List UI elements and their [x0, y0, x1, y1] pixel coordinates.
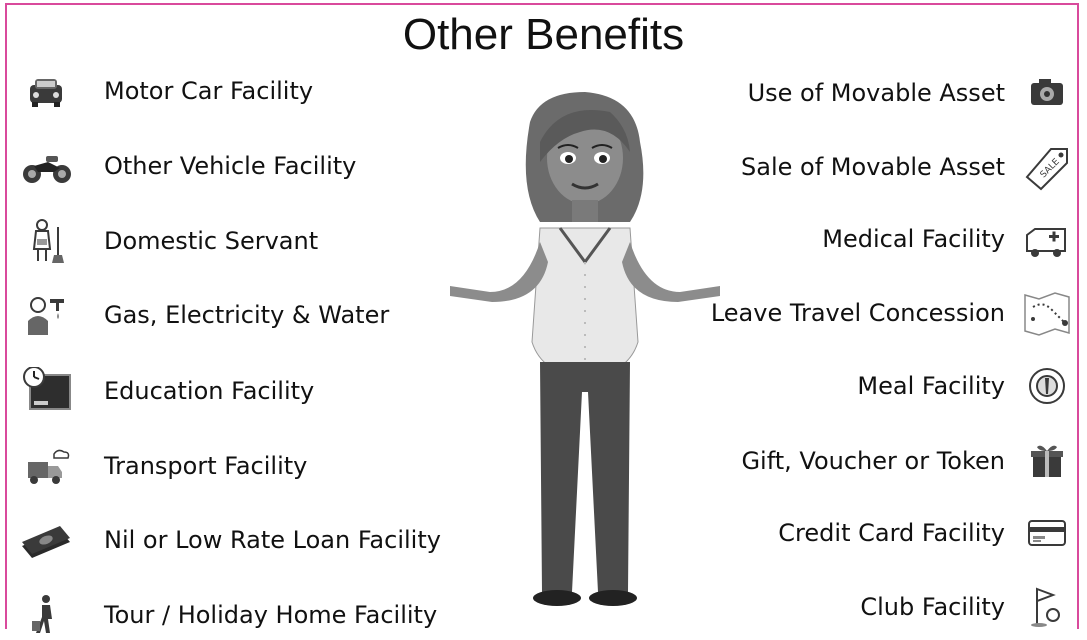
benefit-motor-car: Motor Car Facility	[18, 66, 313, 116]
benefit-leave-travel: Leave Travel Concession	[711, 288, 1075, 338]
benefit-label: Gas, Electricity & Water	[104, 301, 390, 329]
benefit-other-vehicle: Other Vehicle Facility	[18, 141, 356, 191]
benefit-label: Motor Car Facility	[104, 77, 314, 105]
page-title: Other Benefits	[402, 10, 685, 59]
benefit-transport: Transport Facility	[18, 441, 307, 491]
benefit-label: Use of Movable Asset	[747, 79, 1005, 107]
motorcycle-icon	[18, 141, 74, 191]
benefit-label: Club Facility	[860, 593, 1005, 621]
plate-icon	[1019, 361, 1075, 411]
benefit-label: Leave Travel Concession	[710, 299, 1005, 327]
benefit-label: Credit Card Facility	[778, 519, 1005, 547]
benefit-label: Medical Facility	[822, 225, 1005, 253]
benefit-label: Sale of Movable Asset	[741, 153, 1005, 181]
ambulance-icon	[1019, 214, 1075, 264]
benefit-sale-movable-asset: Sale of Movable Asset SALE	[741, 142, 1075, 192]
benefit-domestic-servant: Domestic Servant	[18, 216, 318, 266]
car-icon	[18, 66, 74, 116]
credit-card-icon	[1019, 508, 1075, 558]
benefit-use-movable-asset: Use of Movable Asset	[748, 68, 1075, 118]
benefit-label: Other Vehicle Facility	[104, 152, 357, 180]
benefit-medical: Medical Facility	[822, 214, 1075, 264]
benefit-label: Nil or Low Rate Loan Facility	[104, 526, 441, 554]
benefit-label: Meal Facility	[857, 372, 1005, 400]
utilities-icon	[18, 290, 74, 340]
clock-blackboard-icon	[18, 366, 74, 416]
benefit-credit-card: Credit Card Facility	[778, 508, 1075, 558]
money-stack-icon	[18, 515, 74, 565]
benefit-education: Education Facility	[18, 366, 314, 416]
traveler-icon	[18, 590, 74, 640]
sale-tag-icon: SALE	[1019, 142, 1075, 192]
benefit-utilities: Gas, Electricity & Water	[18, 290, 389, 340]
benefit-label: Tour / Holiday Home Facility	[104, 601, 438, 629]
benefit-label: Education Facility	[104, 377, 315, 405]
travel-map-icon	[1019, 288, 1075, 338]
golf-flag-icon	[1019, 582, 1075, 632]
benefit-gift: Gift, Voucher or Token	[741, 436, 1075, 486]
benefit-tour-holiday: Tour / Holiday Home Facility	[18, 590, 437, 640]
camera-icon	[1019, 68, 1075, 118]
benefit-meal: Meal Facility	[857, 361, 1075, 411]
gift-icon	[1019, 436, 1075, 486]
benefit-label: Gift, Voucher or Token	[741, 447, 1005, 475]
truck-icon	[18, 441, 74, 491]
benefit-label: Domestic Servant	[104, 227, 319, 255]
benefit-loan: Nil or Low Rate Loan Facility	[18, 515, 441, 565]
woman-illustration	[440, 92, 730, 622]
benefit-club: Club Facility	[860, 582, 1075, 632]
diagram-frame	[5, 3, 1079, 629]
maid-icon	[18, 216, 74, 266]
benefit-label: Transport Facility	[104, 452, 308, 480]
